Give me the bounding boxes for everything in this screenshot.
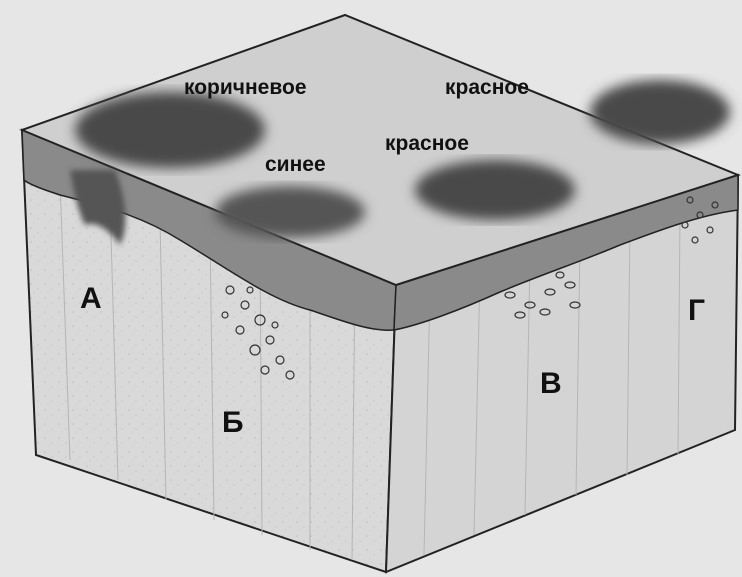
- label-red-top: красное: [445, 76, 529, 99]
- brown-patch: [75, 92, 265, 168]
- red-patch-top-right: [590, 80, 730, 144]
- label-a: А: [80, 282, 102, 315]
- label-v: В: [540, 367, 562, 400]
- label-g: Г: [688, 294, 705, 327]
- label-b: Б: [222, 406, 244, 439]
- label-red-middle: красное: [385, 132, 469, 155]
- blue-patch: [215, 186, 365, 238]
- red-patch-middle: [415, 160, 575, 220]
- label-brown: коричневое: [184, 76, 307, 99]
- label-blue: синее: [265, 153, 326, 176]
